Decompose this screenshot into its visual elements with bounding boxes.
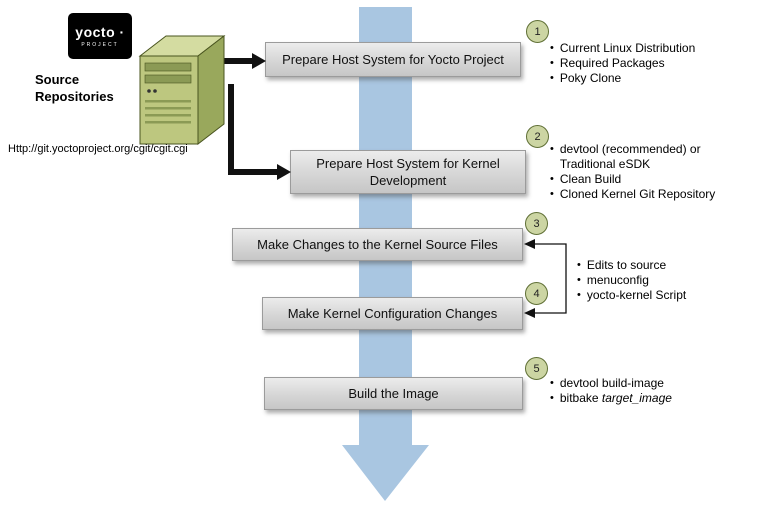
bullet-item: devtool build-image	[550, 376, 740, 391]
bullet-item: Required Packages	[550, 56, 740, 71]
yocto-logo-subtitle: PROJECT	[81, 42, 119, 48]
step-box-3: Make Changes to the Kernel Source Files	[232, 228, 523, 261]
arrowhead-into-step4	[524, 308, 535, 318]
bullet-list-steps3-4: Edits to source menuconfig yocto-kernel …	[577, 258, 747, 303]
step-number-3: 3	[525, 212, 548, 235]
bullet-item: devtool (recommended) or Traditional eSD…	[550, 142, 720, 172]
bullet-list-step2: devtool (recommended) or Traditional eSD…	[550, 142, 720, 202]
repo-url: Http://git.yoctoproject.org/cgit/cgit.cg…	[8, 143, 188, 155]
step-number-5: 5	[525, 357, 548, 380]
source-repositories-label: Source Repositories	[35, 72, 114, 104]
step-number-2: 2	[526, 125, 549, 148]
step-box-1: Prepare Host System for Yocto Project	[265, 42, 521, 77]
bracket-steps-3-4	[524, 239, 567, 318]
bullet-item: Cloned Kernel Git Repository	[550, 187, 720, 202]
bullet-item: Edits to source	[577, 258, 747, 273]
step-number-1: 1	[526, 20, 549, 43]
italic-target-image: target_image	[601, 391, 672, 405]
bullet-item: Clean Build	[550, 172, 720, 187]
bullet-item: Poky Clone	[550, 71, 740, 86]
bullet-item: yocto-kernel Script	[577, 288, 747, 303]
step-box-4: Make Kernel Configuration Changes	[262, 297, 523, 330]
arrowhead-into-step3	[524, 239, 535, 249]
bullet-item: bitbake target_image	[550, 391, 740, 406]
bullet-list-step5: devtool build-image bitbake target_image	[550, 376, 740, 406]
arrow-server-to-step2	[228, 84, 291, 180]
bullet-item: Current Linux Distribution	[550, 41, 740, 56]
step-box-2: Prepare Host System for Kernel Developme…	[290, 150, 526, 194]
yocto-logo-brand: yocto ·	[75, 24, 125, 40]
bullet-list-step1: Current Linux Distribution Required Pack…	[550, 41, 740, 86]
yocto-logo: yocto · PROJECT	[68, 13, 132, 59]
step-number-4: 4	[525, 282, 548, 305]
source-repositories-server	[136, 30, 228, 153]
bullet-item: menuconfig	[577, 273, 747, 288]
server-icon	[138, 34, 226, 146]
step-box-5: Build the Image	[264, 377, 523, 410]
